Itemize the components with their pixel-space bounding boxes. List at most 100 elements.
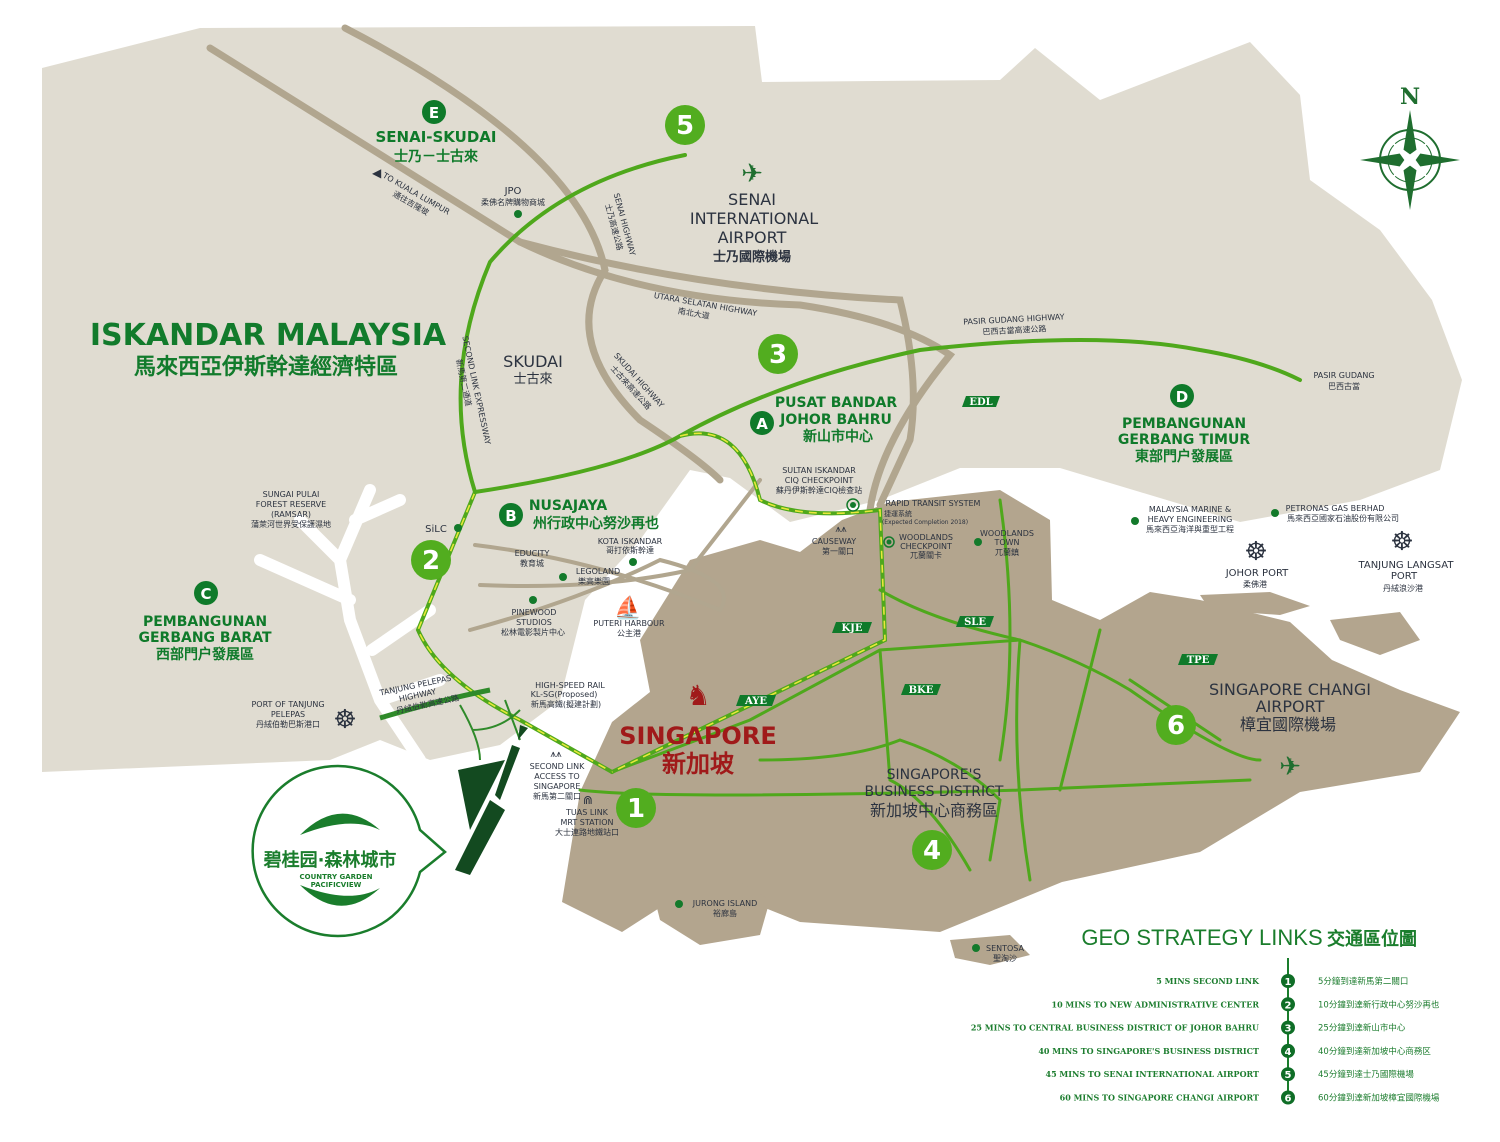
svg-text:兀蘭鎮: 兀蘭鎮 [995, 547, 1019, 557]
svg-text:SINGAPORE: SINGAPORE [534, 782, 581, 791]
svg-text:SUNGAI PULAI: SUNGAI PULAI [263, 490, 320, 499]
country-garden-pacificview-logo: 碧桂园·森林城市 COUNTRY GARDEN PACIFICVIEW [251, 764, 447, 938]
svg-text:士乃國際機場: 士乃國際機場 [713, 249, 791, 265]
causeway-label: ⩚⩚ CAUSEWAY 第一關口 [812, 524, 856, 556]
svg-text:聖淘沙: 聖淘沙 [993, 953, 1017, 963]
johor-port-label: ☸ JOHOR PORT 柔佛港 [1225, 537, 1289, 589]
svg-text:JOHOR BAHRU: JOHOR BAHRU [779, 412, 892, 428]
svg-text:MALAYSIA MARINE &: MALAYSIA MARINE & [1149, 505, 1231, 514]
route-marker-6: 6 [1156, 705, 1196, 745]
legend-item-zh: 60分鐘到達新加坡樟宜國際機場 [1318, 1093, 1440, 1104]
puteri-harbour-label: ⛵ PUTERI HARBOUR 公主港 [593, 595, 665, 638]
senai-airport-label: SENAI INTERNATIONAL AIRPORT 士乃國際機場 [690, 190, 818, 265]
svg-text:蒲萊河世界受保護濕地: 蒲萊河世界受保護濕地 [251, 519, 331, 529]
svg-text:AYE: AYE [744, 696, 767, 707]
route-marker-2: 2 [411, 540, 451, 580]
legend-item-number: 1 [1285, 977, 1292, 988]
svg-text:樂高樂園: 樂高樂園 [578, 576, 610, 586]
svg-text:SULTAN ISKANDAR: SULTAN ISKANDAR [782, 466, 856, 475]
svg-text:蘇丹伊斯幹達CIQ檢查站: 蘇丹伊斯幹達CIQ檢查站 [776, 485, 862, 495]
svg-text:新馬高鐵(擬建計劃): 新馬高鐵(擬建計劃) [531, 699, 601, 709]
port-tanjung-pelepas-label: PORT OF TANJUNG PELEPAS 丹絨伯勒巴斯港口 ☸ [251, 700, 356, 735]
legend-item-en: 25 MINS TO CENTRAL BUSINESS DISTRICT OF … [971, 1023, 1259, 1033]
svg-text:MRT STATION: MRT STATION [560, 818, 613, 827]
legend-item-en: 5 MINS SECOND LINK [1156, 976, 1260, 986]
second-link-access-label: ⩚⩚ SECOND LINK ACCESS TO SINGAPORE 新馬第二關… [530, 749, 586, 801]
svg-text:PUTERI HARBOUR: PUTERI HARBOUR [593, 619, 665, 628]
legend-item-en: 60 MINS TO SINGAPORE CHANGI AIRPORT [1060, 1093, 1259, 1103]
legend-item-number: 6 [1285, 1094, 1292, 1105]
svg-text:AIRPORT: AIRPORT [1256, 697, 1325, 716]
svg-text:SiLC: SiLC [425, 524, 447, 535]
legend-item: 25 MINS TO CENTRAL BUSINESS DISTRICT OF … [971, 1020, 1406, 1035]
ship-wheel-icon: ☸ [333, 705, 356, 735]
svg-text:A: A [756, 415, 768, 433]
rapid-transit-system-label: RAPID TRANSIT SYSTEM 捷運系統 (Expected Comp… [882, 499, 981, 526]
jurong-island [650, 870, 770, 945]
svg-text:EDL: EDL [969, 397, 992, 408]
svg-text:丹絨伯勒巴斯港口: 丹絨伯勒巴斯港口 [256, 719, 320, 729]
svg-text:馬來西亞海洋與重型工程: 馬來西亞海洋與重型工程 [1146, 524, 1234, 534]
svg-text:BKE: BKE [909, 685, 934, 696]
svg-text:馬來西亞國家石油股份有限公司: 馬來西亞國家石油股份有限公司 [1287, 513, 1399, 523]
svg-text:SINGAPORE CHANGI: SINGAPORE CHANGI [1209, 680, 1371, 699]
malaysia-landmass [42, 26, 1462, 772]
pinewood-studios-label: PINEWOOD STUDIOS 松林電影製片中心 [501, 596, 565, 637]
svg-text:C: C [200, 585, 211, 603]
highway-senai [341, 24, 724, 484]
svg-text:州行政中心努沙再也: 州行政中心努沙再也 [532, 515, 659, 532]
svg-text:(Expected Completion 2018): (Expected Completion 2018) [882, 519, 968, 526]
svg-text:ACCESS TO: ACCESS TO [534, 772, 579, 781]
svg-text:PORT: PORT [1391, 571, 1418, 582]
svg-text:裕廊島: 裕廊島 [713, 908, 737, 918]
svg-text:兀蘭關卡: 兀蘭關卡 [910, 550, 942, 560]
svg-text:2: 2 [422, 546, 440, 576]
sentosa-label: SENTOSA 聖淘沙 [972, 944, 1025, 963]
legend-item-zh: 25分鐘到達新山市中心 [1318, 1023, 1406, 1034]
svg-text:HEAVY ENGINEERING: HEAVY ENGINEERING [1148, 515, 1233, 524]
road-tag-kje: KJE [832, 622, 872, 634]
highway-north-south [206, 44, 956, 514]
legend-item-marker [1281, 1067, 1295, 1082]
legend-item-marker [1281, 997, 1295, 1012]
svg-text:士乃－士古來: 士乃－士古來 [394, 148, 478, 165]
jurong-island-label: JURONG ISLAND 裕廊島 [675, 899, 757, 918]
woodlands-checkpoint-label: WOODLANDS CHECKPOINT 兀蘭關卡 [883, 533, 953, 560]
svg-text:WOODLANDS: WOODLANDS [899, 533, 953, 542]
legend-item-marker [1281, 1090, 1295, 1105]
road-tag-tpe: TPE [1178, 654, 1218, 666]
svg-text:SENAI: SENAI [728, 190, 776, 209]
svg-text:JOHOR PORT: JOHOR PORT [1225, 568, 1289, 579]
road-nusajaya-1 [468, 543, 726, 632]
pasir-gudang-label: PASIR GUDANG 巴西古當 [1313, 371, 1374, 391]
svg-text:PEMBANGUNAN: PEMBANGUNAN [1122, 416, 1246, 432]
svg-text:PUSAT BANDAR: PUSAT BANDAR [775, 395, 898, 411]
legend-item-marker [1281, 1020, 1295, 1035]
svg-text:TUAS LINK: TUAS LINK [565, 808, 609, 817]
svg-text:4: 4 [923, 836, 941, 866]
svg-text:碧桂园·森林城市: 碧桂园·森林城市 [263, 849, 397, 871]
sailboat-icon: ⛵ [614, 595, 641, 621]
woodlands-town-label: WOODLANDS TOWN 兀蘭鎮 [974, 529, 1034, 557]
zone-c-gerbang-barat: C PEMBANGUNAN GERBANG BARAT 西部門户發展區 [138, 581, 272, 663]
legend-item-zh: 40分鐘到達新加坡中心商務区 [1318, 1046, 1431, 1057]
legend-item-zh: 5分鐘到達新馬第二關口 [1318, 976, 1408, 987]
svg-text:KOTA ISKANDAR: KOTA ISKANDAR [598, 537, 663, 546]
iskandar-title-zh: 馬來西亞伊斯幹達經濟特區 [134, 354, 398, 380]
svg-text:PEMBANGUNAN: PEMBANGUNAN [143, 614, 267, 630]
svg-text:3: 3 [769, 340, 787, 370]
legend-item-number: 3 [1285, 1024, 1292, 1035]
zone-b-nusajaya: B NUSAJAYA 州行政中心努沙再也 [499, 498, 659, 532]
iskandar-title: ISKANDAR MALAYSIA [90, 318, 447, 353]
route-dashed-causeway [611, 432, 886, 773]
legend-item: 40 MINS TO SINGAPORE'S BUSINESS DISTRICT… [1038, 1043, 1431, 1058]
legend-title-zh: 交通區位圖 [1327, 928, 1417, 950]
zone-e-senai-skudai: E SENAI-SKUDAI 士乃－士古來 [375, 100, 497, 165]
svg-text:TPE: TPE [1187, 655, 1210, 666]
svg-text:JURONG ISLAND: JURONG ISLAND [692, 899, 758, 908]
legend-item-number: 4 [1285, 1047, 1292, 1058]
ciq-checkpoint-label: SULTAN ISKANDAR CIQ CHECKPOINT 蘇丹伊斯幹達CIQ… [776, 466, 862, 512]
zone-d-gerbang-timur: D PEMBANGUNAN GERBANG TIMUR 東部門户發展區 [1118, 384, 1250, 465]
legend-item-marker [1281, 1043, 1295, 1058]
